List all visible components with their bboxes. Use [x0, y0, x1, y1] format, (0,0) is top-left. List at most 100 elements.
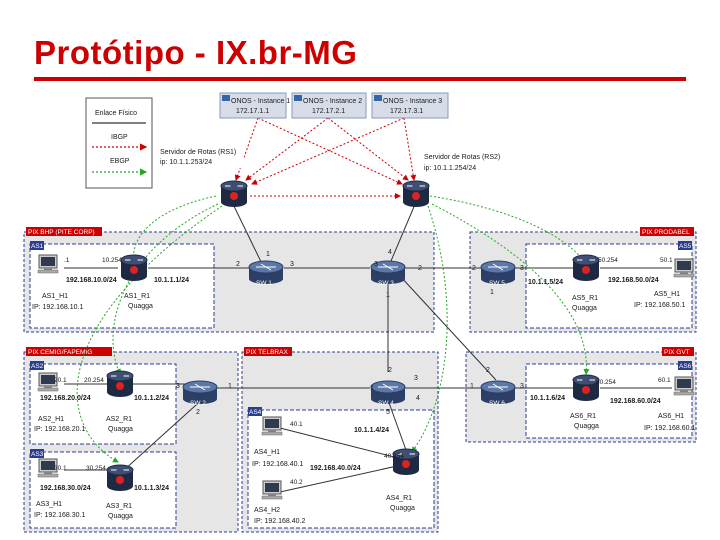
onos-1-name: ONOS - Instance 1: [231, 98, 290, 105]
port-sw1-2: 2: [236, 261, 240, 268]
onos-2-name: ONOS - Instance 2: [303, 98, 362, 105]
links-as5-lan-text: 192.168.50.0/24: [608, 277, 659, 284]
routers-r4-name-text: AS4_R1: [386, 495, 412, 502]
as5-host-icon: [673, 258, 695, 278]
links-as6-h-text: 60.1: [658, 377, 671, 384]
hosts-h2-ip-text: IP: 192.168.20.1: [34, 426, 85, 433]
routers-r5-name-text: AS5_R1: [572, 295, 598, 302]
onos-instance-1: ONOS - Instance 1 172.17.1.1: [219, 92, 290, 119]
hosts-h4a-ip-text: IP: 192.168.40.1: [252, 461, 303, 468]
port-sw2-2: 2: [196, 409, 200, 416]
as1-tag: AS1: [31, 243, 44, 250]
hosts-h1-ip-text: IP: 192.168.10.1: [32, 304, 83, 311]
as6-box: [525, 363, 693, 439]
legend-physical-label: Enlace Físico: [95, 110, 137, 117]
as4-labels: 40.1 10.1.1.4/24 AS4_H1 IP: 192.168.40.1…: [252, 421, 415, 525]
hosts-h4b-ip-text: IP: 192.168.40.2: [254, 518, 305, 525]
links-as4-ix-text: 10.1.1.4/24: [354, 427, 389, 434]
as6-labels: 60.254 60.1 10.1.1.6/24 192.168.60.0/24 …: [530, 377, 695, 432]
routers-r2-name-text: AS2_R1: [106, 416, 132, 423]
onos-instances: ONOS - Instance 1 172.17.1.1 ONOS - Inst…: [219, 92, 449, 119]
routers-r6-sub-text: Quagga: [574, 423, 599, 430]
ebgp-links: [76, 195, 590, 463]
routers-r2-sub-text: Quagga: [108, 426, 133, 433]
onos-instance-3: ONOS - Instance 3 172.17.3.1: [371, 92, 449, 119]
as5-tag: AS5: [679, 243, 692, 250]
as4-host2-icon: [261, 480, 283, 500]
pix-label-left-top: PIX BHP (PITE CORP): [28, 229, 95, 236]
sw6-label: SW 6: [489, 400, 505, 407]
links-as2-lan-text: 192.168.20.0/24: [40, 395, 91, 402]
as6-host-icon: [673, 376, 695, 396]
hosts-h4b-name-text: AS4_H2: [254, 507, 280, 514]
as5-router-icon: [572, 254, 600, 281]
links-as2-h-text: 20.1: [54, 377, 67, 384]
as5-box: [525, 243, 693, 329]
links-as1-h-text: .1: [64, 257, 70, 264]
hosts: [37, 254, 695, 500]
pix-labels: PIX BHP (PITE CORP) PIX PRODABEL PIX CEM…: [26, 227, 694, 356]
onos-3-name: ONOS - Instance 3: [383, 98, 442, 105]
port-sw6-2: 2: [486, 367, 490, 374]
port-sw6-3: 3: [520, 383, 524, 390]
links-as5-r-text: 50.254: [598, 257, 618, 264]
links-as6-lan-text: 192.168.60.0/24: [610, 398, 661, 405]
port-sw3-1: 1: [386, 292, 390, 299]
rs1-name: Servidor de Rotas (RS1): [160, 149, 236, 156]
links-as5-h-text: 50.1: [660, 257, 673, 264]
routers-r1-sub-text: Quagga: [128, 303, 153, 310]
sw5-icon: [480, 260, 516, 284]
port-sw5-3: 3: [520, 265, 524, 272]
port-sw3-2: 2: [418, 265, 422, 272]
rs2-router-icon: [402, 180, 430, 207]
as2-host-icon: [37, 372, 59, 392]
links-as3-r-text: 30.254: [86, 465, 106, 472]
onos-1-ip: 172.17.1.1: [236, 108, 269, 115]
hosts-h4a-name-text: AS4_H1: [254, 449, 280, 456]
as1-box: [29, 243, 215, 329]
sw6-icon: [480, 380, 516, 404]
pix-label-right-top: PIX PRODABEL: [642, 229, 690, 236]
as6-tag: AS6: [679, 363, 692, 370]
as2-router-icon: [106, 370, 134, 397]
as3-tag: AS3: [31, 451, 44, 458]
hosts-h2-name-text: AS2_H1: [38, 416, 64, 423]
as4-tag: AS4: [249, 409, 262, 416]
sw5-label: SW 5: [489, 280, 505, 287]
sw4-label: SW 4: [378, 400, 394, 407]
port-sw4-1: 1: [370, 385, 374, 392]
port-sw2-1: 1: [228, 383, 232, 390]
as3-labels: 30.1 30.254 192.168.30.0/24 10.1.1.3/24 …: [34, 465, 169, 520]
legend-ebgp-label: EBGP: [110, 158, 130, 165]
port-sw3-4: 4: [388, 249, 392, 256]
onos-instance-2: ONOS - Instance 2 172.17.2.1: [291, 92, 367, 119]
hosts-h6-ip-text: IP: 192.168.60.1: [644, 425, 695, 432]
as4-router-icon: [392, 448, 420, 475]
hosts-h5-name-text: AS5_H1: [654, 291, 680, 298]
rs2-ip: ip: 10.1.1.254/24: [424, 165, 476, 172]
port-sw4-4: 4: [416, 395, 420, 402]
hosts-h3-name-text: AS3_H1: [36, 501, 62, 508]
as4-host1-icon: [261, 416, 283, 436]
port-sw5-1: 1: [490, 289, 494, 296]
hosts-h3-ip-text: IP: 192.168.30.1: [34, 512, 85, 519]
pix-label-left-bottom: PIX CEMIG/FAPEMIG: [28, 349, 92, 356]
links-as1-r-text: 10.254: [102, 257, 122, 264]
hosts-h1-name-text: AS1_H1: [42, 293, 68, 300]
as1-host-icon: [37, 254, 59, 274]
onos-3-ip: 172.17.3.1: [390, 108, 423, 115]
routers-r5-sub-text: Quagga: [572, 305, 597, 312]
links-as5-ix-text: 10.1.1.5/24: [528, 279, 563, 286]
hosts-h5-ip-text: IP: 192.168.50.1: [634, 302, 685, 309]
as2-tag: AS2: [31, 363, 44, 370]
links-as2-r-text: 20.254: [84, 377, 104, 384]
as1-labels: .1 10.254 192.168.10.0/24 10.1.1.1/24 AS…: [32, 257, 189, 311]
sw2-icon: [182, 380, 218, 404]
sw3-label: SW 3: [378, 280, 394, 287]
port-sw4-2: 2: [388, 367, 392, 374]
routers-r3-sub-text: Quagga: [108, 513, 133, 520]
links-as2-ix-text: 10.1.1.2/24: [134, 395, 169, 402]
hosts-h6-name-text: AS6_H1: [658, 413, 684, 420]
port-numbers: 1 2 3 4 3 2 1 2 3 1 3 1 2 2 1 3 4 5 2 1 …: [176, 249, 524, 416]
rs1-ip: ip: 10.1.1.253/24: [160, 159, 212, 166]
